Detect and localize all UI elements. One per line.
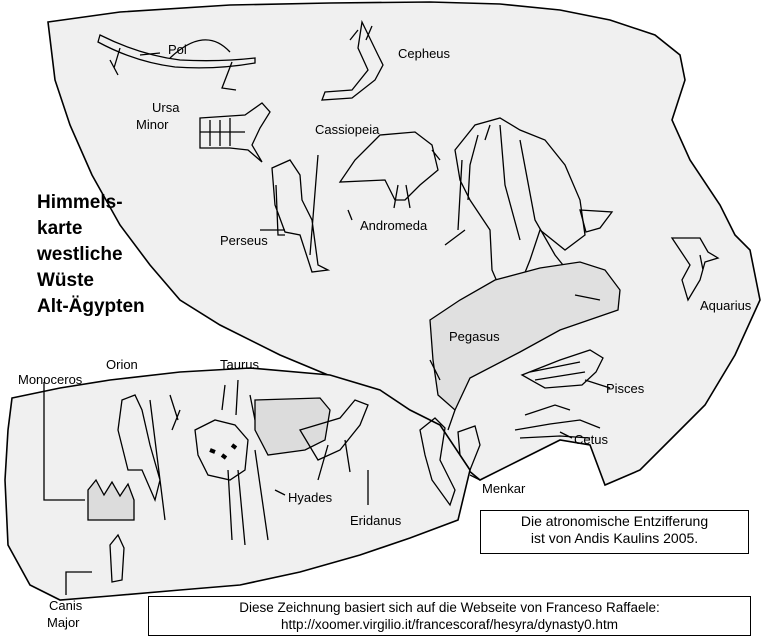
label-monoceros: Monoceros (18, 372, 82, 387)
label-cassiopeia: Cassiopeia (315, 122, 379, 137)
label-taurus: Taurus (220, 357, 259, 372)
label-orion: Orion (106, 357, 138, 372)
source-note: Diese Zeichnung basiert sich auf die Web… (148, 596, 751, 636)
label-hyades: Hyades (288, 490, 332, 505)
label-major: Major (47, 615, 80, 630)
source-url: http://xoomer.virgilio.it/francescoraf/h… (154, 616, 745, 633)
title-line: Himmels- (37, 190, 145, 216)
label-cetus: Cetus (574, 432, 608, 447)
label-ursa: Ursa (152, 100, 179, 115)
note-line: ist von Andis Kaulins 2005. (486, 530, 743, 547)
label-cepheus: Cepheus (398, 46, 450, 61)
source-line: Diese Zeichnung basiert sich auf die Web… (154, 599, 745, 616)
title-line: westliche (37, 242, 145, 268)
label-perseus: Perseus (220, 233, 268, 248)
map-title: Himmels- karte westliche Wüste Alt-Ägypt… (37, 190, 145, 320)
label-andromeda: Andromeda (360, 218, 427, 233)
label-pol: Pol (168, 42, 187, 57)
title-line: Wüste (37, 268, 145, 294)
title-line: karte (37, 216, 145, 242)
label-eridanus: Eridanus (350, 513, 401, 528)
label-pegasus: Pegasus (449, 329, 500, 344)
decipherment-note: Die atronomische Entzifferung ist von An… (480, 510, 749, 554)
title-line: Alt-Ägypten (37, 294, 145, 320)
monoceros-figure (88, 480, 134, 520)
note-line: Die atronomische Entzifferung (486, 513, 743, 530)
lower-rock-slab (5, 368, 470, 600)
label-menkar: Menkar (482, 481, 525, 496)
label-aquarius: Aquarius (700, 298, 751, 313)
label-canis: Canis (49, 598, 82, 613)
label-pisces: Pisces (606, 381, 644, 396)
label-minor: Minor (136, 117, 169, 132)
